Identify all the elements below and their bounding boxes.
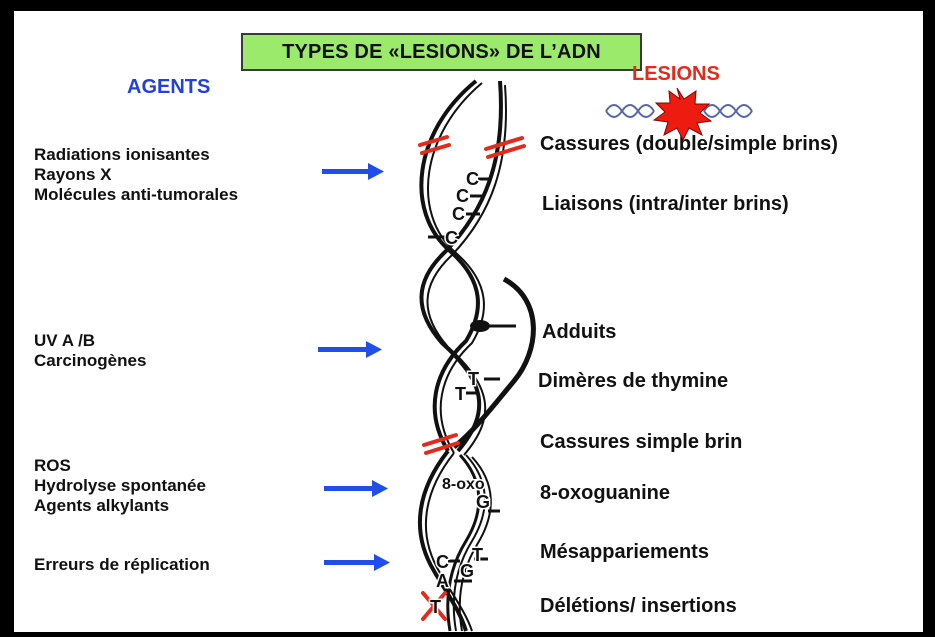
arrow-icon: [324, 480, 388, 497]
base-letter: G: [476, 492, 490, 512]
base-letter: G: [460, 561, 474, 581]
arrow-icon: [318, 341, 382, 358]
adduct-mark: [470, 320, 516, 332]
base-letter: C: [436, 552, 449, 572]
base-letter: 8-oxo: [442, 476, 485, 493]
base-letter: T: [455, 384, 466, 404]
dna-burst-icon: [606, 88, 752, 140]
base-letter: C: [452, 204, 465, 224]
base-letter: T: [430, 597, 441, 617]
dna-diagram: C C C C T T 8-oxo G C T A G T: [14, 11, 923, 632]
base-letter: C: [445, 228, 458, 248]
base-letter: C: [456, 186, 469, 206]
base-letter: T: [468, 369, 479, 389]
slide: TYPES DE «LESIONS» DE L’ADN AGENTS LESIO…: [14, 11, 923, 632]
arrow-icon: [322, 163, 384, 180]
arrow-icon: [324, 554, 390, 571]
base-letter: A: [436, 571, 449, 591]
agent-arrows: [318, 163, 390, 571]
